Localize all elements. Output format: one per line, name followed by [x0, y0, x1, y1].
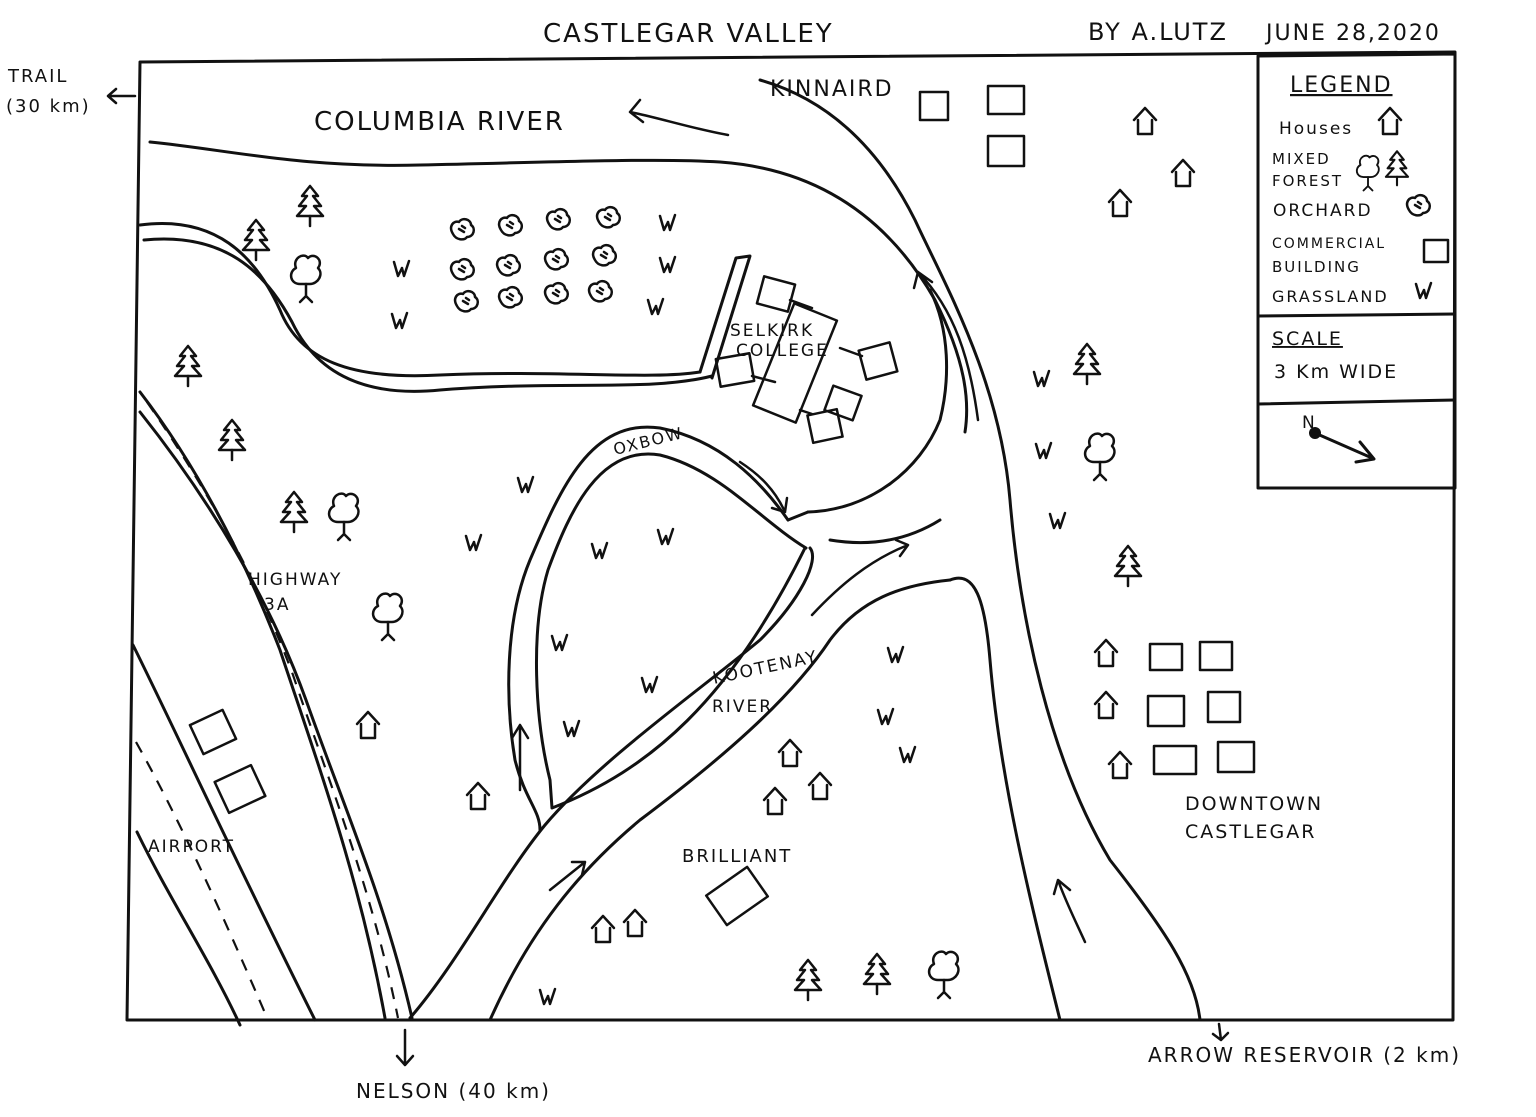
- kootenay-river-label-2: RIVER: [712, 697, 773, 717]
- flow-arrow-icon: [912, 270, 980, 422]
- scale-title: SCALE: [1272, 328, 1343, 350]
- flow-arrow-icon: [1052, 878, 1087, 944]
- flow-arrow-icon: [628, 98, 730, 137]
- orchard-icon: [1405, 193, 1432, 217]
- map-author: BY A.LUTZ: [1088, 18, 1228, 46]
- legend-houses-label: Houses: [1279, 119, 1353, 139]
- kootenay-river-label: KOOTENAY: [711, 647, 820, 689]
- airport-runway-edge: [135, 830, 242, 1027]
- airport-runway-centerline: [135, 741, 270, 1021]
- columbia-inner-curve: [806, 288, 949, 514]
- commercial-buildings-downtown: [1146, 640, 1256, 776]
- kootenay-confluence: [828, 518, 942, 545]
- selkirk-college-label-2: COLLEGE: [736, 341, 829, 361]
- downtown-label: DOWNTOWN: [1185, 793, 1323, 815]
- airport-runway-edge: [131, 643, 317, 1022]
- trail-arrow-icon: [106, 87, 137, 105]
- map-date: JUNE 28,2020: [1264, 21, 1441, 46]
- selkirk-college-label: SELKIRK: [730, 321, 814, 341]
- north-label: N: [1302, 413, 1317, 433]
- legend-commercial-label: COMMERCIAL: [1272, 236, 1386, 252]
- college-bank-wall: [698, 254, 752, 380]
- commercial-building-icon: [1422, 238, 1450, 264]
- oxbow-island: [535, 452, 808, 810]
- tree-icon: [1384, 150, 1410, 187]
- flow-arrow-icon: [738, 460, 789, 514]
- legend-mixed-label: MIXED: [1272, 150, 1331, 168]
- map-border: [125, 50, 1457, 1022]
- legend-panel: [1256, 52, 1457, 490]
- highway-centerline: [146, 401, 400, 1019]
- oxbow-mouth: [786, 510, 810, 522]
- trail-distance: (30 km): [6, 96, 91, 117]
- mixed-forest-icon: [1355, 154, 1380, 192]
- reservoir-arrow-icon: [1211, 1022, 1230, 1042]
- brilliant-label: BRILLIANT: [682, 846, 792, 867]
- castlegar-label: CASTLEGAR: [1185, 821, 1316, 843]
- airport-label: AIRPORT: [148, 837, 235, 857]
- flow-arrow-icon: [510, 723, 530, 792]
- trail-label: TRAIL: [7, 66, 68, 87]
- nelson-arrow-icon: [395, 1028, 415, 1067]
- highway-label: HIGHWAY: [248, 570, 342, 590]
- highway-edge-west: [138, 390, 387, 1020]
- columbia-south-bank-upper: [138, 222, 702, 378]
- kinnaird-label: KINNAIRD: [770, 77, 894, 102]
- columbia-south-bank-lower: [142, 237, 714, 393]
- legend-grassland-label: GRASSLAND: [1272, 287, 1389, 306]
- highway-number-label: 3A: [264, 595, 290, 615]
- columbia-east-bank: [758, 78, 1202, 1022]
- legend-title: LEGEND: [1290, 73, 1393, 98]
- arrow-reservoir-label: ARROW RESERVOIR (2 km): [1148, 1043, 1461, 1067]
- commercial-building-brilliant: [704, 865, 770, 927]
- grassland: [390, 213, 1067, 1006]
- commercial-buildings-selkirk-college: [714, 275, 899, 445]
- legend-orchard-label: ORCHARD: [1273, 201, 1373, 221]
- house-icon: [1377, 106, 1403, 136]
- columbia-river-label: COLUMBIA RIVER: [314, 107, 565, 137]
- legend-forest-label: FOREST: [1272, 172, 1343, 190]
- kootenay-north-bank: [408, 546, 815, 1020]
- map-title: CASTLEGAR VALLEY: [543, 19, 834, 49]
- legend-building-label: BUILDING: [1272, 258, 1361, 276]
- grassland-icon: [1414, 281, 1433, 300]
- columbia-west-bank-south: [948, 576, 1062, 1022]
- north-arrow-icon: [1309, 427, 1376, 464]
- kootenay-south-bank: [488, 578, 952, 1022]
- commercial-buildings-airport: [188, 708, 267, 815]
- nelson-label: NELSON (40 km): [356, 1079, 551, 1103]
- highway-edge-east: [138, 410, 414, 1020]
- commercial-buildings-kinnaird: [918, 84, 1026, 168]
- mixed-forest: [173, 184, 1143, 1002]
- scale-value: 3 Km WIDE: [1274, 361, 1398, 383]
- oxbow-outer-bank: [507, 425, 790, 832]
- columbia-north-bank: [148, 140, 969, 434]
- flow-arrow-icon: [548, 860, 587, 892]
- orchard: [449, 205, 622, 313]
- flow-arrow-icon: [810, 538, 910, 617]
